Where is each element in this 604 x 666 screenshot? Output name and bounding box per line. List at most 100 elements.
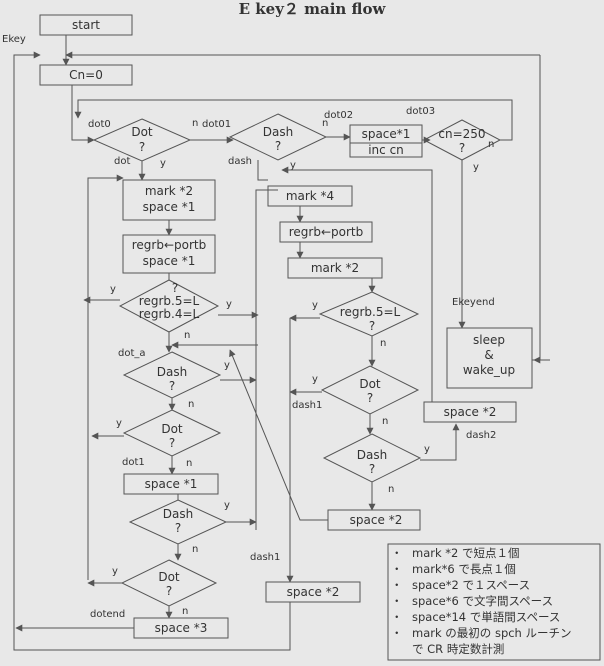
dot0-y: y — [160, 158, 166, 169]
mark2-box — [287, 257, 383, 279]
dotc-line2: ? — [166, 584, 172, 598]
note-3: space*6 で文字間スペース — [412, 594, 553, 608]
sleep-line1: sleep — [473, 333, 505, 347]
dot0-line2: ? — [139, 140, 145, 154]
dash-y-branch — [257, 160, 268, 181]
cn250-line2: ? — [459, 141, 465, 155]
loop-cn250-n — [74, 99, 513, 141]
left-return-line — [87, 174, 124, 580]
dasha-line2: ? — [169, 379, 175, 393]
dash01-line1: Dash — [263, 125, 293, 139]
arrow-dash2-up — [281, 166, 433, 402]
note-bullet-4: ・ — [391, 610, 403, 624]
space1inc-line1: space*1 — [362, 127, 411, 141]
space1inc-box — [349, 124, 423, 158]
notes-box — [387, 543, 601, 661]
dot0-label: dot0 — [88, 119, 111, 130]
dash01-n: n — [322, 118, 328, 129]
dotr-line2: ? — [367, 391, 373, 405]
note-0: mark *2 で短点１個 — [412, 546, 520, 560]
dasha-y: y — [224, 360, 230, 371]
note-bullet-3: ・ — [391, 594, 403, 608]
dash1-b-label: dash1 — [250, 552, 280, 563]
dotr-n: n — [382, 416, 388, 427]
dotc-n: n — [182, 606, 188, 617]
bottom-return-line — [13, 602, 291, 651]
cn0-box — [39, 64, 133, 86]
dashc-line1: Dash — [163, 507, 193, 521]
dotb-line2: ? — [169, 436, 175, 450]
middle-return-line — [255, 189, 278, 530]
regrb54-line2: regrb.5=L — [139, 294, 200, 308]
dot1-label: dot1 — [122, 457, 145, 468]
start-box — [39, 14, 133, 36]
arrow-space2-back — [229, 349, 328, 521]
sleep-line3: wake_up — [463, 363, 515, 377]
dota-label: dot_a — [118, 348, 146, 359]
dash01-y: y — [290, 160, 296, 171]
regrbportb-text: regrb←portb — [289, 225, 364, 239]
regrb54-line1: ? — [172, 281, 178, 295]
regrb5-n: n — [380, 338, 386, 349]
mark4-box — [267, 185, 353, 207]
dashr-y: y — [424, 444, 430, 455]
regrbspace1-line2: space *1 — [143, 254, 196, 268]
space1b-box — [123, 473, 219, 495]
sleep-line2: & — [484, 348, 493, 362]
note-bullet-2: ・ — [391, 578, 403, 592]
ekey-line — [13, 51, 41, 632]
dotc-line1: Dot — [158, 570, 180, 584]
dash2-label: dash2 — [466, 430, 496, 441]
cn0-text: Cn=0 — [69, 68, 103, 82]
regrb5-line2: ? — [369, 319, 375, 333]
regrb5-y: y — [312, 300, 318, 311]
mark2space1-line2: space *1 — [143, 200, 196, 214]
arrow-cn0-dot0 — [71, 85, 95, 144]
page-title: E key２ main flow — [239, 0, 387, 18]
dotend-label: dotend — [90, 609, 125, 620]
dash01-line2: ? — [275, 139, 281, 153]
dotc-y: y — [112, 566, 118, 577]
note-6: で CR 時定数計測 — [412, 642, 504, 656]
ekey-label: Ekey — [2, 34, 26, 45]
dotr-y: y — [312, 374, 318, 385]
space2-bottom-box — [265, 581, 361, 603]
dasha-line1: Dash — [157, 365, 187, 379]
dashr-line2: ? — [369, 462, 375, 476]
arrow-dashr-right — [420, 423, 460, 461]
dash01-diamond — [228, 113, 328, 161]
space2-dash2-box — [423, 401, 517, 423]
ekeyend-label: Ekeyend — [452, 297, 495, 308]
mark2-text: mark *2 — [311, 261, 359, 275]
space1inc-line2: inc cn — [368, 143, 404, 157]
start-text: start — [72, 18, 100, 32]
dashc-line2: ? — [175, 521, 181, 535]
regrb54-y-right: y — [226, 299, 232, 310]
cn250-y: y — [473, 162, 479, 173]
mark4-text: mark *4 — [286, 189, 334, 203]
dashc-y: y — [224, 500, 230, 511]
dashc-n: n — [192, 544, 198, 555]
note-bullet-1: ・ — [391, 562, 403, 576]
regrb54-line3: regrb.4=L — [139, 307, 200, 321]
dot-label: dot — [114, 156, 130, 167]
note-1: mark*6 で長点１個 — [412, 562, 516, 576]
space2-bottom-text: space *2 — [287, 585, 340, 599]
dotb-y: y — [116, 418, 122, 429]
mark2space1-line1: mark *2 — [145, 184, 193, 198]
regrb54-n: n — [184, 330, 190, 341]
regrbspace1-line1: regrb←portb — [132, 238, 207, 252]
dash-label: dash — [228, 156, 252, 167]
dasha-n: n — [188, 399, 194, 410]
notes-list: ・ mark *2 で短点１個 ・ mark*6 で長点１個 ・ space*2… — [391, 546, 572, 656]
dotb-n: n — [186, 458, 192, 469]
dotr-line1: Dot — [359, 377, 381, 391]
note-4: space*14 で単語間スペース — [412, 610, 560, 624]
note-bullet-0: ・ — [391, 546, 403, 560]
regrbportb-box — [279, 221, 373, 243]
dot03-label: dot03 — [406, 106, 435, 117]
cn250-n: n — [488, 139, 494, 150]
note-5: mark の最初の spch ルーチン — [412, 626, 572, 640]
